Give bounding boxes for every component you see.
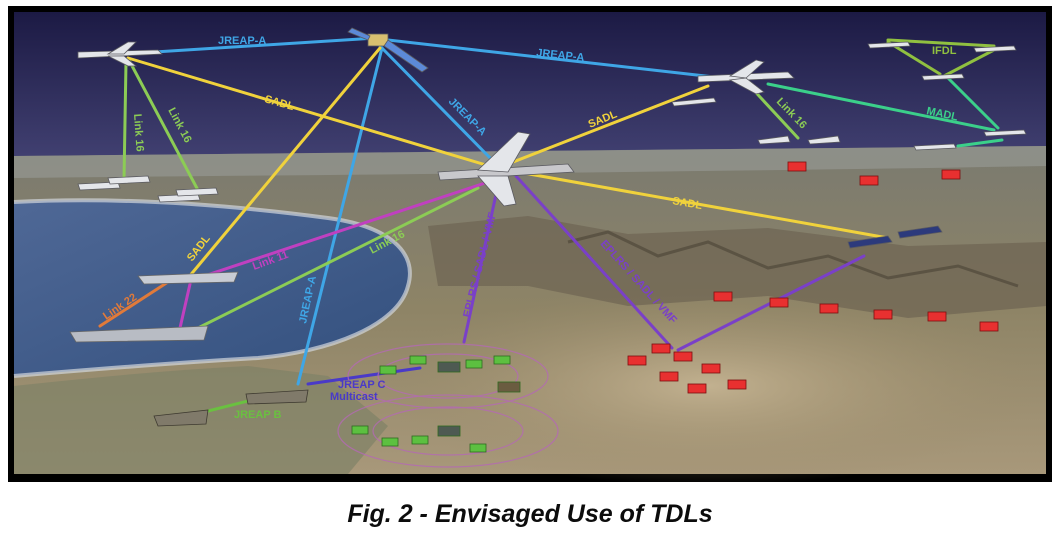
hostile-vehicle-icon: [787, 161, 807, 172]
hostile-vehicle-icon: [873, 309, 893, 320]
link16-line: [122, 60, 128, 182]
jreap-a-line: [378, 44, 498, 166]
ring: [347, 343, 549, 409]
jreap-a-label: JREAP-A: [536, 47, 585, 64]
horizon-haze: [14, 146, 1046, 178]
eplrs-line: [462, 174, 502, 344]
jreap-c-label: JREAP C: [338, 379, 386, 391]
hostile-vehicle-icon: [941, 169, 961, 180]
tdl-scene: JREAP-A JREAP-A JREAP-A JREAP-A SADL SAD…: [13, 12, 1046, 482]
multicast-rings: [337, 343, 559, 468]
friendly-vehicle-icon: [465, 359, 483, 369]
hostile-vehicle-icon: [673, 351, 693, 362]
friendly-vehicle-icon: [469, 443, 487, 453]
link16-line: [188, 186, 480, 334]
jreap-a-label: JREAP-A: [218, 35, 266, 47]
friendly-vehicle-icon: [409, 355, 427, 365]
jreap-b-label: JREAP B: [234, 409, 282, 421]
command-vehicle-icon: [437, 425, 461, 437]
hostile-vehicle-icon: [769, 297, 789, 308]
hostile-vehicle-icon: [727, 379, 747, 390]
madl-line: [956, 138, 1004, 148]
ifdl-line: [886, 38, 996, 48]
hostile-vehicle-icon: [701, 363, 721, 374]
ring: [377, 353, 519, 399]
ground-stations: [153, 389, 309, 427]
hostile-vehicle-icon: [687, 383, 707, 394]
satellite-icon: [347, 27, 429, 73]
sadl-line: [126, 56, 498, 170]
friendly-vehicle-icon: [381, 437, 399, 447]
friendly-vehicle-icon: [351, 425, 369, 435]
madl-line: [946, 76, 1000, 130]
jreap-c-line: [306, 366, 422, 386]
hostile-ground-units: [627, 161, 999, 394]
multicast-label: Multicast: [330, 391, 378, 403]
link22-line: [98, 280, 170, 328]
jreap-a-line: [386, 38, 725, 80]
hostile-vehicle-icon: [819, 303, 839, 314]
ring: [372, 406, 524, 456]
ifdl-line: [886, 40, 942, 76]
ships: [69, 271, 239, 343]
friendly-vehicle-icon: [411, 435, 429, 445]
hostile-vehicle-icon: [627, 355, 647, 366]
sadl-line: [506, 84, 710, 166]
friendly-vehicle-icon: [379, 365, 397, 375]
mountain-range: [428, 216, 1046, 318]
hostile-vehicle-icon: [713, 291, 733, 302]
sadl-line: [516, 170, 890, 240]
destroyer-icon: [137, 271, 239, 285]
eplrs-line: [514, 174, 674, 350]
ground-station-icon: [153, 409, 209, 427]
ground-station-icon: [245, 389, 309, 405]
fighter-icon: [671, 41, 1027, 249]
desert-area: [378, 286, 1038, 482]
ridge-line: [567, 230, 1019, 288]
figure-caption: Fig. 2 - Envisaged Use of TDLs: [347, 500, 713, 528]
coastline: [13, 198, 412, 378]
link11-line: [178, 282, 192, 330]
aircraft: [77, 27, 1027, 249]
link16-label: Link 16: [131, 113, 146, 152]
hostile-vehicle-icon: [927, 311, 947, 322]
command-vehicle-icon: [437, 361, 461, 373]
sadl-line: [186, 46, 382, 280]
hostile-vehicle-icon: [659, 371, 679, 382]
friendly-vehicle-icon: [493, 355, 511, 365]
command-vehicle-icon: [497, 381, 521, 393]
hostile-vehicle-icon: [859, 175, 879, 186]
ring: [337, 394, 559, 468]
jreap-a-line: [121, 36, 378, 56]
fighter-group-icon: [77, 175, 219, 203]
hostile-vehicle-icon: [979, 321, 999, 332]
friendly-ground-units: [351, 355, 521, 453]
awacs-aircraft-icon: [77, 41, 163, 67]
link16-line: [128, 60, 202, 196]
hostile-vehicle-icon: [651, 343, 671, 354]
jreap-a-line: [296, 46, 384, 386]
tanker-aircraft-icon: [697, 59, 795, 95]
carrier-icon: [69, 325, 209, 343]
link11-line: [196, 178, 496, 280]
sadl-label: SADL: [671, 195, 703, 212]
madl-line: [766, 82, 996, 132]
transport-aircraft-icon: [437, 131, 575, 207]
ifdl-line: [942, 48, 996, 78]
ifdl-label: IFDL: [932, 45, 957, 57]
